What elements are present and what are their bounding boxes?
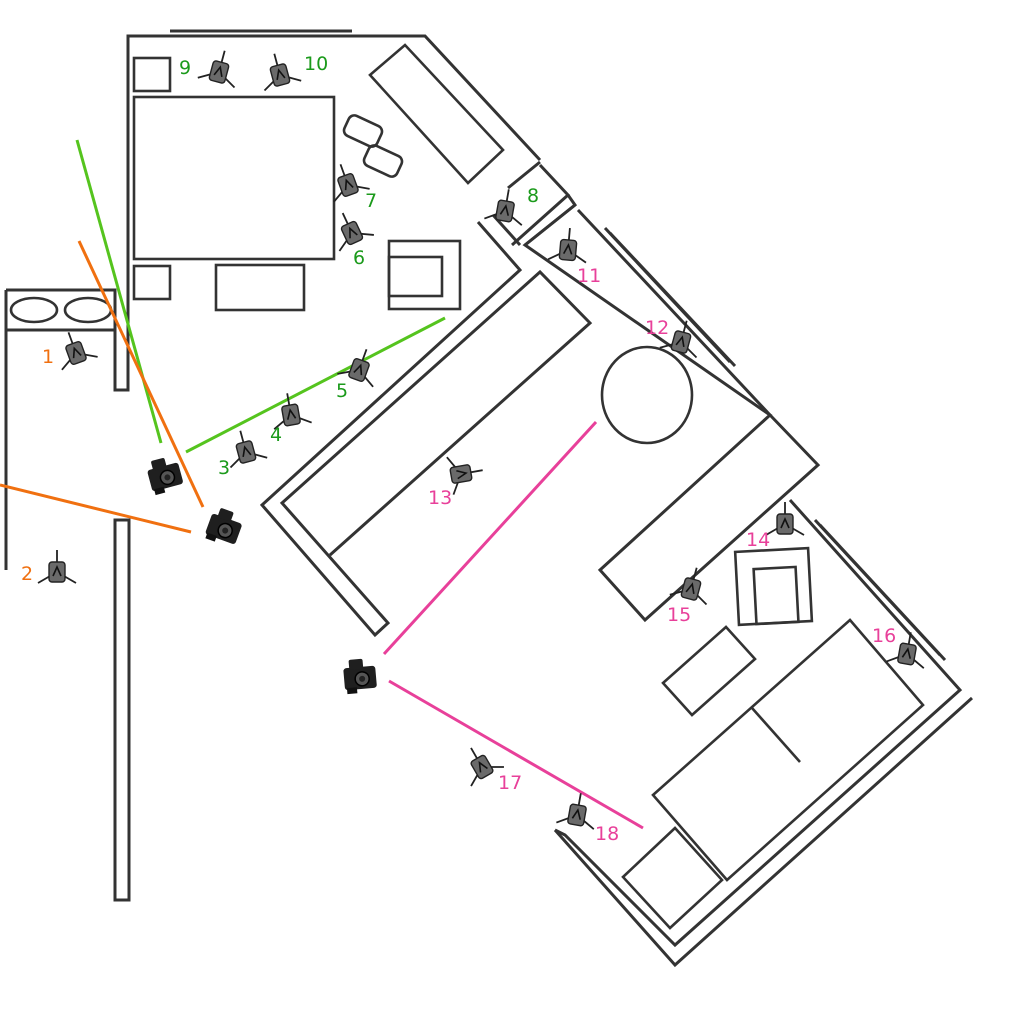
light-stand-icon: [273, 393, 312, 430]
light-17: [470, 747, 504, 787]
light-15: [669, 567, 708, 606]
light-label-14: 14: [746, 529, 770, 551]
light-12: [659, 320, 698, 359]
armchair-2-outer: [733, 546, 814, 627]
light-label-4: 4: [270, 424, 282, 446]
light-label-12: 12: [645, 317, 669, 339]
light-label-16: 16: [872, 625, 896, 647]
light-stand-icon: [263, 53, 302, 92]
light-stand-icon: [197, 50, 236, 89]
nightstand-top: [132, 56, 172, 93]
light-9: [197, 50, 236, 89]
light-stand-icon: [470, 747, 504, 787]
light-2: [37, 550, 77, 584]
light-stand-icon: [338, 212, 374, 252]
light-7: [333, 164, 370, 203]
light-6: [338, 212, 374, 252]
bench: [214, 263, 306, 312]
light-stand-icon: [229, 430, 268, 469]
sink-right: [63, 296, 113, 324]
camera-green: [147, 458, 183, 496]
light-1: [61, 332, 98, 371]
armchair-outer: [387, 239, 462, 311]
light-16: [886, 632, 925, 669]
sofa: [651, 618, 925, 882]
pillow-1: [342, 114, 384, 148]
light-label-7: 7: [365, 190, 377, 212]
light-stand-icon: [484, 189, 523, 226]
light-8: [484, 189, 523, 226]
light-stand-icon: [556, 793, 595, 830]
light-stand-icon: [659, 320, 698, 359]
camera-pink: [343, 658, 377, 695]
light-11: [547, 228, 587, 264]
pillow-2: [362, 144, 404, 178]
light-14: [765, 502, 805, 536]
light-stand-icon: [669, 567, 708, 606]
cameras-layer: [147, 458, 377, 695]
light-stand-icon: [61, 332, 98, 371]
sight-lines: [0, 139, 644, 830]
light-5: [337, 349, 374, 388]
camera-icon: [205, 508, 242, 544]
sight-line-pink-2: [388, 679, 644, 830]
light-label-15: 15: [667, 604, 691, 626]
nightstand-bottom: [132, 264, 172, 301]
sink-left: [9, 296, 59, 324]
coffee-table: [661, 625, 757, 717]
light-stand-icon: [333, 164, 370, 203]
light-4: [273, 393, 312, 430]
dresser: [368, 43, 505, 185]
light-label-5: 5: [336, 380, 348, 402]
light-label-13: 13: [428, 487, 452, 509]
light-13: [446, 456, 483, 495]
light-stand-icon: [37, 550, 77, 584]
armchair-2-inner: [752, 565, 800, 626]
light-10: [263, 53, 302, 92]
sight-line-green-1: [75, 139, 163, 444]
light-stand-icon: [765, 502, 805, 536]
camera-icon: [147, 458, 183, 496]
light-stand-icon: [337, 349, 374, 388]
sight-line-pink-1: [382, 420, 598, 656]
light-label-17: 17: [498, 772, 522, 794]
sight-line-orange-2: [0, 483, 192, 534]
light-3: [229, 430, 268, 469]
light-stand-icon: [446, 456, 483, 495]
side-table: [621, 826, 724, 930]
furniture: [9, 43, 925, 930]
camera-icon: [343, 658, 377, 695]
light-label-11: 11: [577, 265, 601, 287]
light-label-3: 3: [218, 457, 230, 479]
bed: [132, 95, 336, 261]
armchair-inner: [387, 255, 444, 298]
sight-line-green-2: [185, 316, 446, 454]
light-label-9: 9: [179, 57, 191, 79]
light-label-1: 1: [42, 346, 54, 368]
camera-orange: [205, 508, 242, 544]
light-label-18: 18: [595, 823, 619, 845]
light-stand-icon: [886, 632, 925, 669]
light-label-10: 10: [304, 53, 328, 75]
light-label-6: 6: [353, 247, 365, 269]
walls: [4, 29, 974, 968]
light-label-2: 2: [21, 563, 33, 585]
sight-line-orange-1: [77, 240, 205, 508]
light-stand-icon: [547, 228, 587, 264]
light-label-8: 8: [527, 185, 539, 207]
light-18: [556, 793, 595, 830]
round-table: [600, 345, 694, 445]
